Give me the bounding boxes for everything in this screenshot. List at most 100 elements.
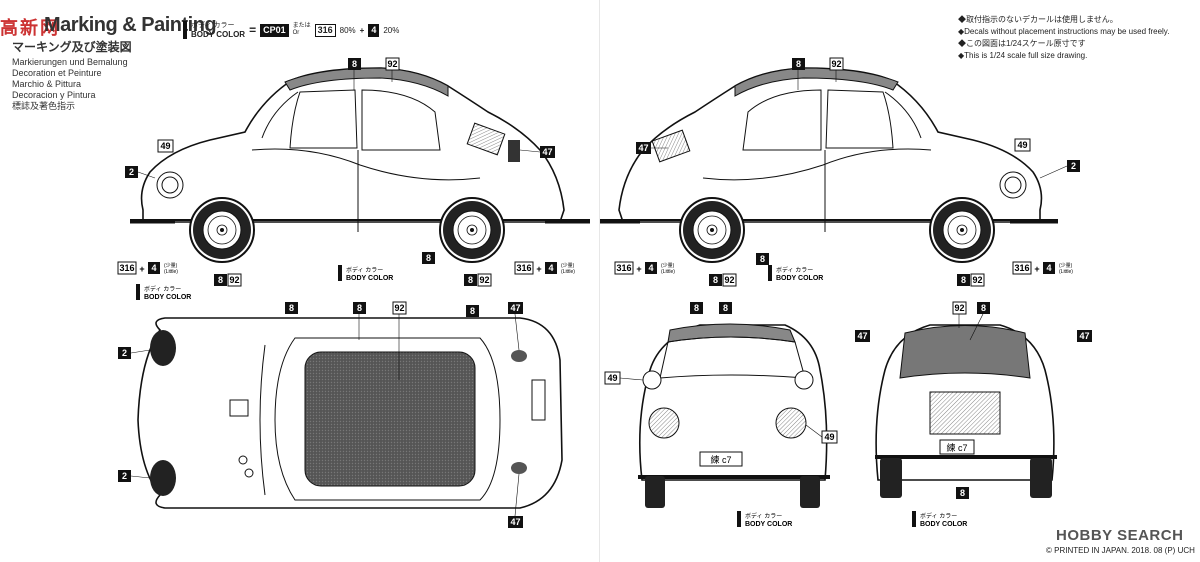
callout-47: 47 [1077, 330, 1092, 342]
license-plate-text: 練 c7 [710, 454, 731, 465]
svg-text:316: 316 [516, 263, 531, 273]
headlight-top [150, 460, 176, 496]
svg-text:+: + [1034, 264, 1039, 274]
callout-92: 92 [385, 57, 400, 71]
color-code-cp01: CP01 [260, 23, 289, 37]
equals-sign: = [249, 22, 257, 37]
windshield-outline [259, 344, 266, 496]
svg-text:(Little): (Little) [561, 269, 575, 275]
headlight [999, 171, 1027, 199]
svg-text:2: 2 [122, 348, 127, 358]
engine-grille [929, 391, 1001, 435]
front-window [289, 89, 358, 149]
svg-text:49: 49 [607, 373, 617, 383]
callout-47: 47 [540, 146, 555, 158]
svg-text:47: 47 [542, 147, 552, 157]
svg-text:8: 8 [426, 253, 431, 263]
svg-text:8: 8 [713, 275, 718, 285]
rear-window [742, 89, 822, 151]
svg-text:8: 8 [760, 254, 765, 264]
svg-text:BODY COLOR: BODY COLOR [346, 275, 393, 282]
rear-vent [466, 122, 506, 156]
footer-printed: © PRINTED IN JAPAN. 2018. 08 (P) UCH [1046, 546, 1195, 555]
callout-8: 8 [719, 302, 732, 314]
callout-316-plus-4: 316 + 4 (少量) (Little) [514, 261, 575, 275]
callout-92: 92 [829, 57, 844, 71]
top-view [137, 317, 563, 509]
footer-brand: HOBBY SEARCH [1056, 527, 1184, 544]
svg-text:+: + [636, 264, 641, 274]
svg-text:92: 92 [387, 59, 397, 69]
language-line: 標誌及著色指示 [12, 101, 76, 111]
svg-text:92: 92 [479, 275, 489, 285]
callout-2: 2 [118, 470, 131, 482]
rear-window [899, 325, 1031, 379]
callout-8: 8 [422, 252, 435, 264]
callout-49: 49 [604, 371, 621, 385]
rear-tire-left [880, 458, 902, 498]
language-line: Markierungen und Bemalung [12, 57, 128, 67]
front-wheel [189, 197, 255, 263]
rear-tire-right [1030, 458, 1052, 498]
body-crease [702, 148, 932, 181]
svg-text:8: 8 [352, 59, 357, 69]
watermark-logo: 高新网 [0, 18, 60, 38]
callout-316-plus-4: 316 + 4 (少量) (Little) [117, 261, 178, 275]
rear-wheel [439, 197, 505, 263]
svg-text:8: 8 [470, 306, 475, 316]
front-tire-right [800, 476, 820, 508]
callout-92: 92 [392, 301, 407, 315]
svg-text:92: 92 [724, 275, 734, 285]
body-color-callout: ボディ カラー BODY COLOR [737, 511, 792, 528]
svg-text:8: 8 [981, 303, 986, 313]
callout-47: 47 [855, 330, 870, 342]
svg-text:+: + [536, 264, 541, 274]
callout-8: 8 [957, 274, 970, 286]
rear-window [361, 89, 441, 151]
tail-light [511, 462, 527, 474]
page-subtitle: マーキング及び塗装図 [12, 40, 132, 54]
svg-text:47: 47 [857, 331, 867, 341]
leader-lines [130, 70, 1068, 517]
mirror-left [642, 370, 662, 390]
svg-text:4: 4 [151, 263, 156, 273]
callout-8: 8 [214, 274, 227, 286]
svg-text:92: 92 [831, 59, 841, 69]
legend-label-jp: ボディ カラー [191, 22, 235, 29]
svg-text:(少量): (少量) [1059, 262, 1073, 269]
svg-text:BODY COLOR: BODY COLOR [745, 521, 792, 528]
callout-8: 8 [466, 305, 479, 317]
note-line: ◆This is 1/24 scale full size drawing. [958, 51, 1088, 60]
note-line: ◆Decals without placement instructions m… [958, 27, 1170, 36]
note-line: ◆取付指示のないデカールは使用しません。 [958, 15, 1118, 24]
svg-text:92: 92 [972, 275, 982, 285]
callout-8: 8 [792, 58, 805, 70]
svg-text:2: 2 [1071, 161, 1076, 171]
body-color-callout: ボディ カラー BODY COLOR [136, 284, 191, 301]
svg-text:49: 49 [1017, 140, 1027, 150]
callout-8: 8 [464, 274, 477, 286]
license-plate [699, 451, 743, 467]
body-color-callout: ボディ カラー BODY COLOR [338, 265, 393, 282]
language-line: Decoration et Peinture [12, 68, 102, 78]
svg-text:BODY COLOR: BODY COLOR [920, 521, 967, 528]
svg-text:47: 47 [510, 517, 520, 527]
callout-49: 49 [157, 139, 174, 153]
svg-text:ボディ カラー: ボディ カラー [745, 512, 782, 520]
roof-panel [304, 351, 476, 487]
callout-8: 8 [977, 302, 990, 314]
right-side-view [600, 67, 1058, 263]
svg-text:92: 92 [954, 303, 964, 313]
language-list: Markierungen und Bemalung Decoration et … [12, 57, 128, 112]
svg-text:ボディ カラー: ボディ カラー [346, 266, 383, 274]
svg-text:(Little): (Little) [1059, 269, 1073, 275]
callout-92: 92 [722, 273, 737, 287]
svg-text:92: 92 [394, 303, 404, 313]
svg-text:8: 8 [357, 303, 362, 313]
callout-92: 92 [477, 273, 492, 287]
rear-bumper [875, 455, 1057, 459]
svg-text:316: 316 [616, 263, 631, 273]
front-tire-left [645, 476, 665, 508]
callout-92: 92 [227, 273, 242, 287]
